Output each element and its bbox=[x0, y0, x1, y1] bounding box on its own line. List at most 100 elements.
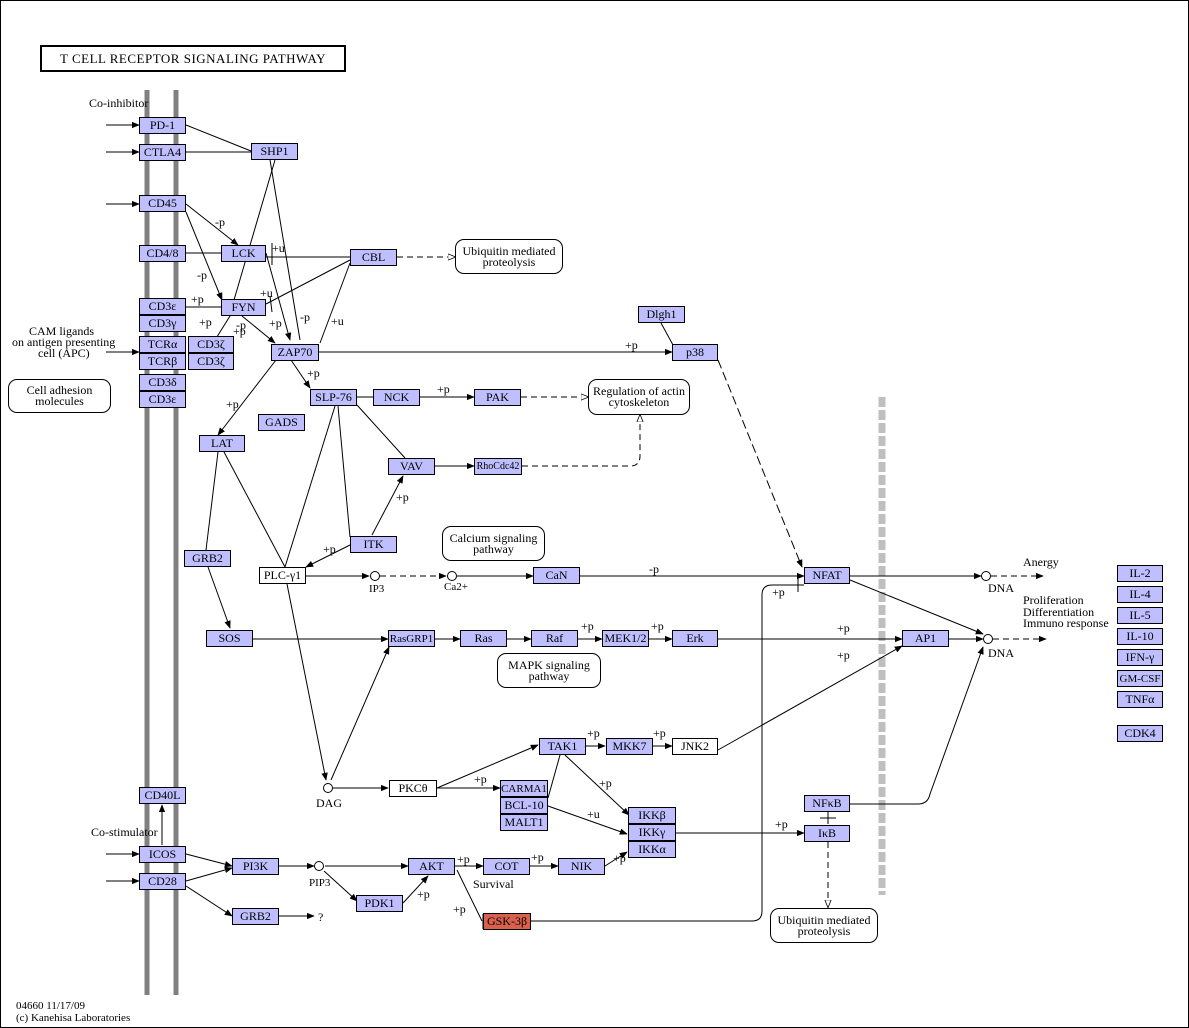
gene-lck[interactable]: LCK bbox=[221, 245, 266, 262]
label-unknown: ? bbox=[318, 910, 324, 924]
label-dna-1: DNA bbox=[988, 581, 1014, 595]
gene-fyn[interactable]: FYN bbox=[221, 299, 266, 316]
gene-ap1[interactable]: AP1 bbox=[902, 630, 949, 647]
edge-label: +p bbox=[653, 726, 666, 740]
gene-cd48[interactable]: CD4/8 bbox=[139, 245, 186, 262]
edge-label: +p bbox=[269, 316, 282, 330]
gene-icos[interactable]: ICOS bbox=[139, 846, 186, 863]
gene-lat[interactable]: LAT bbox=[199, 435, 245, 452]
gene-gads[interactable]: GADS bbox=[258, 414, 305, 431]
gene-can[interactable]: CaN bbox=[533, 567, 580, 584]
gene-cbl[interactable]: CBL bbox=[350, 249, 397, 266]
gene-cd28[interactable]: CD28 bbox=[139, 873, 186, 890]
map-calcium-signaling[interactable]: Calcium signaling pathway bbox=[442, 526, 545, 561]
gene-cd3e-a[interactable]: CD3ε bbox=[139, 298, 186, 315]
edge-label: +u bbox=[260, 286, 273, 300]
gene-ikkb[interactable]: IKKβ bbox=[628, 807, 676, 824]
gene-ras[interactable]: Ras bbox=[460, 630, 507, 647]
gene-tcrb[interactable]: TCRβ bbox=[139, 353, 186, 370]
gene-tnfa[interactable]: TNFα bbox=[1117, 691, 1163, 708]
gene-cd3z-a[interactable]: CD3ζ bbox=[188, 336, 234, 353]
gene-mkk7[interactable]: MKK7 bbox=[606, 738, 653, 755]
edge-label: +p bbox=[625, 338, 638, 352]
gene-cdk4[interactable]: CDK4 bbox=[1117, 725, 1163, 742]
gene-cd3g[interactable]: CD3γ bbox=[139, 315, 186, 332]
gene-malt1[interactable]: MALT1 bbox=[500, 814, 548, 831]
label-cam-1: CAM ligands bbox=[29, 324, 95, 338]
gene-ikb[interactable]: IκB bbox=[804, 825, 850, 842]
gene-cd45[interactable]: CD45 bbox=[139, 195, 186, 212]
edge-label: +p bbox=[581, 619, 594, 633]
edge-label: +p bbox=[453, 902, 466, 916]
edge-label: +p bbox=[837, 648, 850, 662]
map-cell-adhesion[interactable]: Cell adhesion molecules bbox=[8, 379, 111, 413]
gene-il2[interactable]: IL-2 bbox=[1117, 565, 1163, 582]
gene-akt[interactable]: AKT bbox=[408, 858, 455, 875]
edge-label: +u bbox=[272, 241, 285, 255]
gene-il10[interactable]: IL-10 bbox=[1117, 628, 1163, 645]
map-ubiquitin-proteolysis-2[interactable]: Ubiquitin mediated proteolysis bbox=[770, 908, 878, 943]
gene-mek12[interactable]: MEK1/2 bbox=[602, 630, 649, 647]
gene-cd3e-b[interactable]: CD3ε bbox=[139, 391, 186, 408]
edge-label: +p bbox=[775, 817, 788, 831]
gene-itk[interactable]: ITK bbox=[350, 536, 397, 553]
gene-pi3k[interactable]: PI3K bbox=[232, 858, 279, 875]
edge-label: +p bbox=[226, 397, 239, 411]
gene-tcra[interactable]: TCRα bbox=[139, 336, 186, 353]
gene-ifng[interactable]: IFN-γ bbox=[1117, 649, 1163, 666]
gene-p38[interactable]: p38 bbox=[672, 344, 718, 361]
gene-ikkg[interactable]: IKKγ bbox=[628, 824, 676, 841]
gene-pkctheta[interactable]: PKCθ bbox=[389, 780, 437, 797]
label-survival: Survival bbox=[473, 877, 514, 891]
map-ubiquitin-proteolysis-1[interactable]: Ubiquitin mediated proteolysis bbox=[455, 239, 563, 274]
gene-nck[interactable]: NCK bbox=[373, 389, 420, 406]
gene-tak1[interactable]: TAK1 bbox=[539, 738, 586, 755]
label-proliferation: Proliferation bbox=[1023, 593, 1084, 607]
gene-il4[interactable]: IL-4 bbox=[1117, 586, 1163, 603]
gene-pdk1[interactable]: PDK1 bbox=[356, 895, 403, 912]
gene-sos[interactable]: SOS bbox=[206, 630, 253, 647]
gene-grb2-a[interactable]: GRB2 bbox=[184, 550, 231, 567]
label-cam-3: cell (APC) bbox=[38, 346, 90, 360]
pathway-title: T CELL RECEPTOR SIGNALING PATHWAY bbox=[40, 45, 346, 72]
map-actin-cytoskeleton[interactable]: Regulation of actin cytoskeleton bbox=[588, 379, 690, 415]
gene-raf[interactable]: Raf bbox=[531, 630, 578, 647]
gene-erk[interactable]: Erk bbox=[672, 630, 718, 647]
gene-jnk2[interactable]: JNK2 bbox=[672, 738, 718, 755]
gene-pd1[interactable]: PD-1 bbox=[139, 117, 186, 134]
gene-ctla4[interactable]: CTLA4 bbox=[139, 144, 186, 161]
gene-nik[interactable]: NIK bbox=[558, 858, 605, 875]
gene-vav[interactable]: VAV bbox=[388, 458, 435, 475]
label-anergy: Anergy bbox=[1023, 555, 1059, 569]
label-ca: Ca2+ bbox=[444, 581, 468, 593]
gene-ikka[interactable]: IKKα bbox=[628, 841, 676, 858]
gene-cot[interactable]: COT bbox=[483, 858, 530, 875]
gene-nfat[interactable]: NFAT bbox=[804, 567, 850, 584]
edge-label: +p bbox=[396, 490, 409, 504]
edge-label: -p bbox=[236, 318, 246, 332]
gene-grb2-b[interactable]: GRB2 bbox=[232, 908, 279, 925]
gene-zap70[interactable]: ZAP70 bbox=[271, 344, 319, 361]
gene-cd3z-b[interactable]: CD3ζ bbox=[188, 353, 234, 370]
gene-gmcsf[interactable]: GM-CSF bbox=[1117, 670, 1163, 687]
gene-plcg1[interactable]: PLC-γ1 bbox=[259, 567, 306, 584]
gene-nfkb[interactable]: NFκB bbox=[804, 795, 850, 812]
edge-label: +p bbox=[599, 776, 612, 790]
gene-il5[interactable]: IL-5 bbox=[1117, 607, 1163, 624]
gene-carma1[interactable]: CARMA1 bbox=[500, 780, 548, 797]
gene-bcl10[interactable]: BCL-10 bbox=[500, 797, 548, 814]
edge-label: +p bbox=[307, 366, 320, 380]
gene-rhocdc42[interactable]: RhoCdc42 bbox=[474, 458, 522, 475]
footer-copyright: (c) Kanehisa Laboratories bbox=[16, 1012, 131, 1024]
gene-slp76[interactable]: SLP-76 bbox=[310, 389, 357, 406]
map-mapk-signaling[interactable]: MAPK signaling pathway bbox=[497, 653, 601, 688]
gene-dlgh1[interactable]: Dlgh1 bbox=[638, 306, 685, 323]
gene-gsk3b[interactable]: GSK-3β bbox=[483, 913, 531, 930]
gene-cd40l[interactable]: CD40L bbox=[139, 787, 186, 804]
gene-pak[interactable]: PAK bbox=[474, 389, 521, 406]
gene-cd3d[interactable]: CD3δ bbox=[139, 374, 186, 391]
gene-rasgrp1[interactable]: RasGRP1 bbox=[388, 630, 435, 647]
gene-shp1[interactable]: SHP1 bbox=[251, 143, 298, 160]
label-co-inhibitor: Co-inhibitor bbox=[89, 96, 149, 110]
